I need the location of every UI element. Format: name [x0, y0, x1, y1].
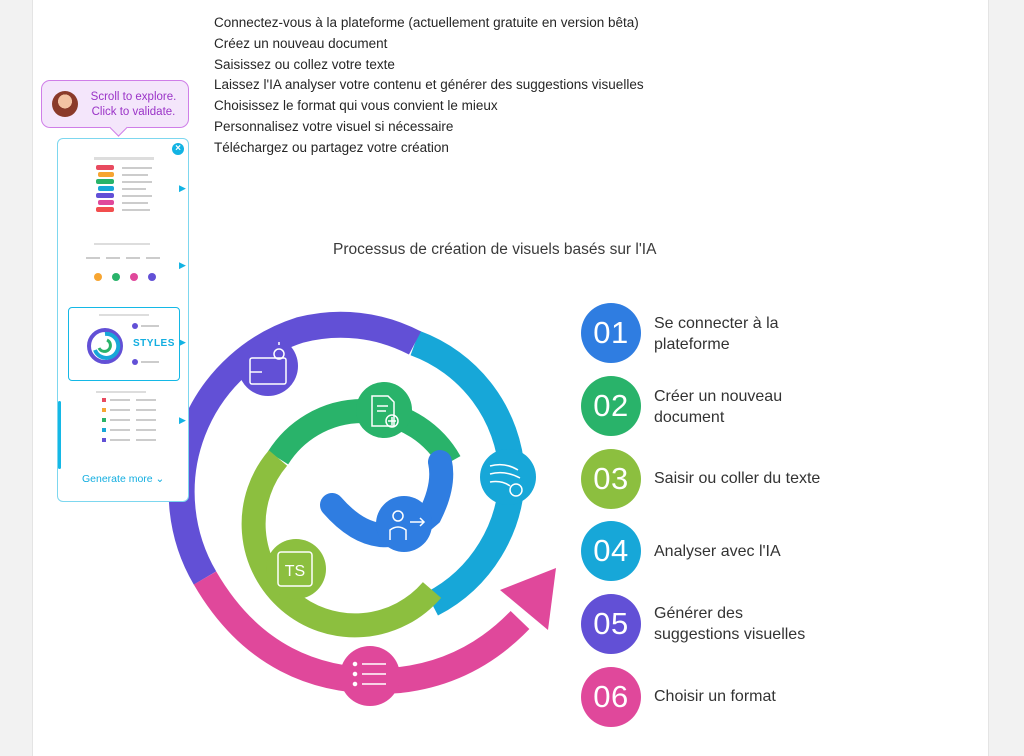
close-icon[interactable]: × — [172, 143, 184, 155]
step-number-05: 05 — [581, 594, 641, 654]
style-thumbnail-4[interactable] — [66, 389, 178, 459]
list-icon — [340, 646, 400, 706]
style-thumbnail-selected[interactable]: STYLES — [68, 307, 180, 381]
styles-label: STYLES — [133, 338, 175, 349]
steps-list: Connectez-vous à la plateforme (actuelle… — [214, 13, 644, 159]
idea-board-icon — [238, 336, 298, 396]
user-login-icon-glyph — [389, 510, 426, 540]
avatar — [52, 91, 78, 117]
step-number-03: 03 — [581, 449, 641, 509]
play-arrow-icon[interactable]: ▶ — [179, 183, 186, 193]
ts-label: TS — [285, 563, 305, 580]
panel-scrollbar[interactable] — [58, 401, 61, 469]
step-label-06: Choisir un format — [654, 688, 776, 705]
step-number-01: 01 — [581, 303, 641, 363]
list-icon-glyph — [352, 661, 386, 687]
style-thumbnail-1[interactable] — [66, 155, 178, 225]
step-text: Connectez-vous à la plateforme (actuelle… — [214, 15, 639, 30]
chevron-down-icon: ⌄ — [155, 473, 165, 485]
play-arrow-icon[interactable]: ▶ — [179, 415, 186, 425]
play-arrow-icon[interactable]: ▶ — [179, 260, 186, 270]
scroll-tooltip: Scroll to explore.Click to validate. — [41, 80, 189, 128]
step-text: Téléchargez ou partagez votre création — [214, 139, 449, 155]
user-login-icon — [376, 496, 432, 552]
visual-title: Processus de création de visuels basés s… — [333, 241, 657, 258]
step-text: Personnalisez votre visuel si nécessaire — [214, 118, 454, 134]
tooltip-text: Scroll to explore.Click to validate. — [90, 91, 177, 118]
step-label-04: Analyser avec l'IA — [654, 543, 781, 560]
idea-board-icon-glyph — [249, 342, 287, 385]
text-tool-icon — [266, 539, 326, 599]
spiral-segment-lime — [241, 450, 442, 638]
document-add-icon — [356, 382, 412, 438]
style-picker-panel[interactable]: × ▶ ▶ — [57, 138, 189, 502]
play-arrow-icon[interactable]: ▶ — [179, 337, 186, 347]
step-label-03: Saisir ou coller du texte — [654, 470, 821, 487]
step-text: Saisissez ou collez votre texte — [214, 56, 395, 72]
document-add-icon-glyph — [371, 395, 399, 428]
style-thumbnail-2[interactable] — [66, 239, 178, 294]
step-text: Choisissez le format qui vous convient l… — [214, 98, 498, 114]
spiral-arrowhead — [500, 568, 556, 630]
step-number-04: 04 — [581, 521, 641, 581]
wind-chart-icon — [480, 449, 536, 505]
step-text: Laissez l'IA analyser votre contenu et g… — [214, 77, 644, 93]
wind-chart-icon-glyph — [489, 463, 523, 497]
spiral-preview-icon — [87, 314, 159, 365]
step-number-02: 02 — [581, 376, 641, 436]
step-number-06: 06 — [581, 667, 641, 727]
spiral-segment-outer-purple — [168, 311, 422, 585]
step-text: Créez un nouveau document — [214, 35, 388, 51]
generate-more-button[interactable]: Generate more ⌄ — [82, 473, 165, 485]
